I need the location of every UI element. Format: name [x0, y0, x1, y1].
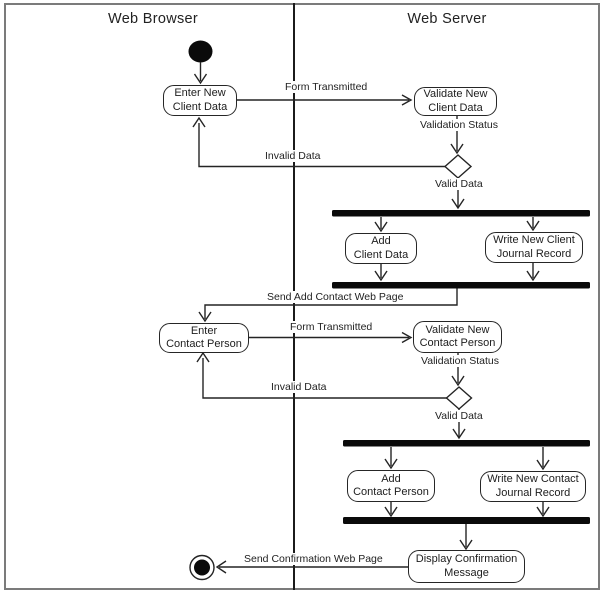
- arrowhead-down-icon: [451, 198, 465, 210]
- arrowhead-down-icon: [198, 311, 212, 323]
- activity-write-new-contact-journal-record: Write New Contact Journal Record: [480, 471, 586, 502]
- initial-node: [188, 40, 213, 63]
- edge-label-form-transmitted-1: Form Transmitted: [283, 81, 370, 93]
- edge-label-send-confirmation-web-page: Send Confirmation Web Page: [242, 553, 385, 565]
- arrowhead-down-icon: [450, 143, 464, 155]
- fork-bar-1: [332, 210, 590, 217]
- lane-header-web-server: Web Server: [407, 11, 487, 27]
- final-node-inner: [194, 559, 210, 576]
- join-bar-2: [343, 517, 590, 524]
- arrowhead-down-icon: [374, 221, 388, 233]
- edge-label-valid-data-1: Valid Data: [433, 178, 485, 190]
- arrowhead-down-icon: [193, 73, 208, 85]
- join-bar-1: [332, 282, 590, 289]
- edge-label-validation-status-2: Validation Status: [419, 355, 502, 367]
- flow-invalid-data-2: [202, 358, 447, 399]
- fork-bar-2: [343, 440, 590, 447]
- arrowhead-up-icon: [196, 351, 210, 363]
- arrowhead-left-icon: [215, 560, 227, 574]
- lane-header-web-browser: Web Browser: [107, 11, 199, 27]
- decision-diamond-2: [445, 386, 473, 410]
- arrowhead-down-icon: [536, 459, 550, 471]
- activity-validate-new-client-data: Validate New Client Data: [414, 87, 497, 116]
- arrowhead-down-icon: [452, 428, 466, 440]
- flow-invalid-data-1: [198, 123, 445, 168]
- arrowhead-down-icon: [451, 375, 465, 387]
- arrowhead-right-icon: [401, 94, 413, 106]
- arrowhead-down-icon: [536, 506, 550, 518]
- arrowhead-down-icon: [526, 220, 540, 232]
- activity-add-contact-person: Add Contact Person: [347, 470, 435, 502]
- activity-add-client-data: Add Client Data: [345, 233, 417, 264]
- arrowhead-down-icon: [384, 506, 398, 518]
- activity-enter-new-client-data: Enter New Client Data: [163, 85, 237, 116]
- activity-validate-new-contact-person: Validate New Contact Person: [413, 321, 502, 353]
- edge-label-send-add-contact-web-page: Send Add Contact Web Page: [265, 291, 406, 303]
- diagram-frame: [4, 3, 600, 590]
- arrowhead-down-icon: [384, 458, 398, 470]
- arrowhead-down-icon: [459, 539, 473, 551]
- edge-label-form-transmitted-2: Form Transmitted: [288, 321, 375, 333]
- arrowhead-right-icon: [401, 331, 413, 344]
- edge-label-invalid-data-2: Invalid Data: [269, 381, 329, 393]
- flow-send-add-contact-web-page: [204, 288, 458, 319]
- activity-write-new-client-journal-record: Write New Client Journal Record: [485, 232, 583, 263]
- arrowhead-down-icon: [526, 270, 540, 282]
- activity-display-confirmation-message: Display Confirmation Message: [408, 550, 525, 583]
- activity-enter-contact-person: Enter Contact Person: [159, 323, 249, 353]
- arrowhead-down-icon: [374, 270, 388, 282]
- edge-label-validation-status-1: Validation Status: [418, 119, 501, 131]
- arrowhead-up-icon: [192, 116, 206, 128]
- decision-diamond-1: [443, 154, 473, 179]
- edge-label-invalid-data-1: Invalid Data: [263, 150, 323, 162]
- edge-label-valid-data-2: Valid Data: [433, 410, 485, 422]
